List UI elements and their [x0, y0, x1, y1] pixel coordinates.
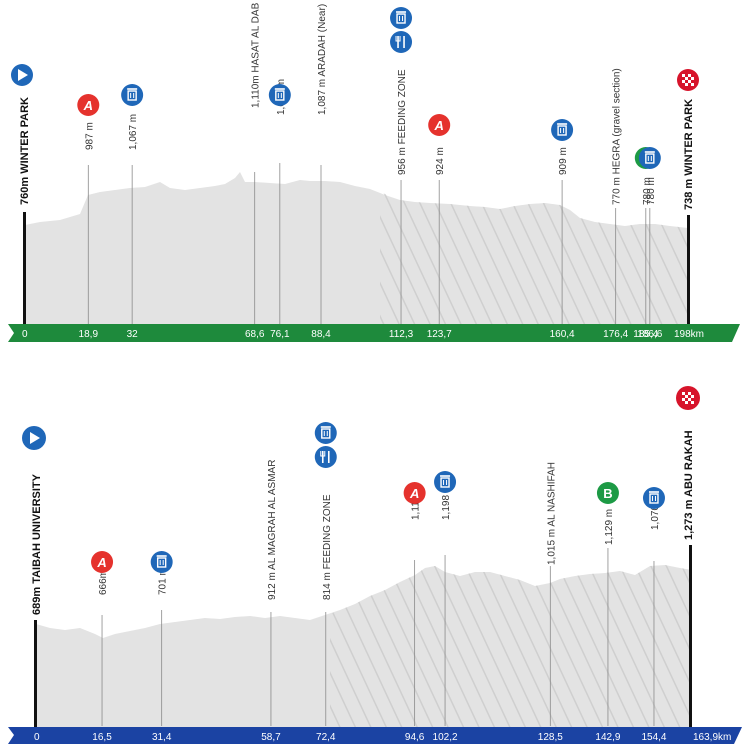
bottle-icon: [642, 487, 665, 509]
stage-2-terrain-texture: [330, 565, 692, 730]
cutlery-icon: [390, 31, 413, 53]
bottle-icon: [314, 422, 337, 444]
stage2-point-label: 912 m AL MAGRAH AL ASMAR: [267, 460, 278, 600]
stage-1-finish-label: 738 m WINTER PARK: [683, 99, 695, 210]
stage-1-profile: 0 198km 760m WINTER PARK 738 m WINTER PA…: [8, 0, 740, 342]
stage2-point-label: 1,015 m AL NASHIFAH: [546, 462, 557, 565]
stage-1-points: 18,9 987 m A 32 1,067 m 68,6 1,110m HASAT AL D…: [77, 0, 663, 340]
stage1-point-label: 780 m: [646, 177, 657, 205]
stage1-point-label: 924 m: [435, 147, 446, 175]
sprint-icon: A: [403, 482, 426, 504]
stage-1-km-start: 0: [22, 329, 28, 340]
stage1-point-label: 987 m: [84, 122, 95, 150]
stage1-km-mark: 18,9: [79, 329, 99, 340]
stage2-point-label: 1,198 m: [441, 484, 452, 520]
stage2-km-mark: 142,9: [595, 732, 620, 743]
stage-2-distance-band: [8, 727, 742, 744]
stage-2-finish-post: [689, 545, 692, 730]
svg-text:A: A: [409, 486, 419, 501]
stage-1-distance-band: [8, 324, 740, 342]
bonus-icon: B: [596, 482, 619, 504]
stage2-km-mark: 154,4: [641, 732, 666, 743]
stage1-point-label: 1,110m HASAT AL DAB (Near): [251, 0, 262, 108]
cutlery-icon: [314, 446, 337, 468]
stage-1-km-end: 198km: [674, 329, 704, 340]
bottle-icon: [121, 84, 144, 106]
stage2-km-mark: 102,2: [433, 732, 458, 743]
stage1-point-label: 1,087 m ARADAH (Near): [317, 4, 328, 115]
stage2-point-label: 1,129 m: [604, 509, 615, 545]
stage-2-finish-label: 1,273 m ABU RAKAH: [683, 430, 695, 540]
stage-1-finish-post: [687, 215, 690, 328]
stage1-point-label: 1,067 m: [128, 114, 139, 150]
bottle-icon: [268, 84, 291, 106]
stage1-km-mark: 160,4: [550, 329, 575, 340]
stage2-km-mark: 94,6: [405, 732, 425, 743]
stage1-point-label: 909 m: [558, 147, 569, 175]
sprint-icon: A: [91, 551, 114, 573]
stage1-km-mark: 68,6: [245, 329, 265, 340]
stage-1-finish-icon: [677, 69, 699, 91]
stage1-km-mark: 76,1: [270, 329, 290, 340]
svg-text:A: A: [434, 118, 444, 133]
stage-2-finish-icon: [676, 386, 700, 410]
stage2-km-mark: 58,7: [261, 732, 281, 743]
stage2-km-mark: 16,5: [92, 732, 112, 743]
stage2-point-label: 666m: [98, 570, 109, 595]
stage-2-start-post: [34, 620, 37, 730]
stage-2-km-start: 0: [34, 732, 40, 743]
stage1-point-label: 956 m FEEDING ZONE: [397, 69, 408, 175]
bottle-icon: [390, 7, 413, 29]
stage1-km-mark: 32: [127, 329, 139, 340]
stage-1-terrain-texture: [380, 192, 688, 328]
bottle-icon: [551, 119, 574, 141]
bottle-icon: [638, 147, 661, 169]
stage-1-start-icon: [11, 64, 33, 86]
bottle-icon: [434, 471, 457, 493]
stage2-km-mark: 31,4: [152, 732, 172, 743]
svg-text:B: B: [603, 486, 612, 501]
stage2-km-mark: 72,4: [316, 732, 336, 743]
stage2-point-label: 1,070 m: [650, 494, 661, 530]
stage2-point-label: 814 m FEEDING ZONE: [322, 494, 333, 600]
svg-text:A: A: [83, 98, 93, 113]
stage1-km-mark: 185,4: [633, 329, 658, 340]
svg-text:A: A: [96, 555, 106, 570]
stage1-point-label: 780 m: [642, 177, 653, 205]
stage-2-start-icon: [22, 426, 46, 450]
stage1-km-mark: 123,7: [427, 329, 452, 340]
stage-2-profile: 0 163,9km 689m TAIBAH UNIVERSITY 1,273 m…: [8, 386, 742, 744]
stage1-km-mark: 88,4: [311, 329, 331, 340]
stage-2-start-label: 689m TAIBAH UNIVERSITY: [31, 473, 43, 615]
sprint-icon: A: [428, 114, 451, 136]
stage-1-start-label: 760m WINTER PARK: [19, 97, 31, 205]
stage1-point-label: 770 m HEGRA (gravel section): [612, 68, 623, 205]
stage1-km-mark: 112,3: [389, 329, 414, 340]
stage-2-km-end: 163,9km: [693, 732, 731, 743]
bottle-icon: [150, 551, 173, 573]
stage-1-start-post: [23, 212, 26, 328]
sprint-icon: A: [77, 94, 100, 116]
stage2-point-label: 701 m: [158, 567, 169, 595]
stage2-km-mark: 128,5: [538, 732, 563, 743]
stage1-km-mark: 176,4: [603, 329, 628, 340]
stage1-km-mark: 186,6: [637, 329, 662, 340]
